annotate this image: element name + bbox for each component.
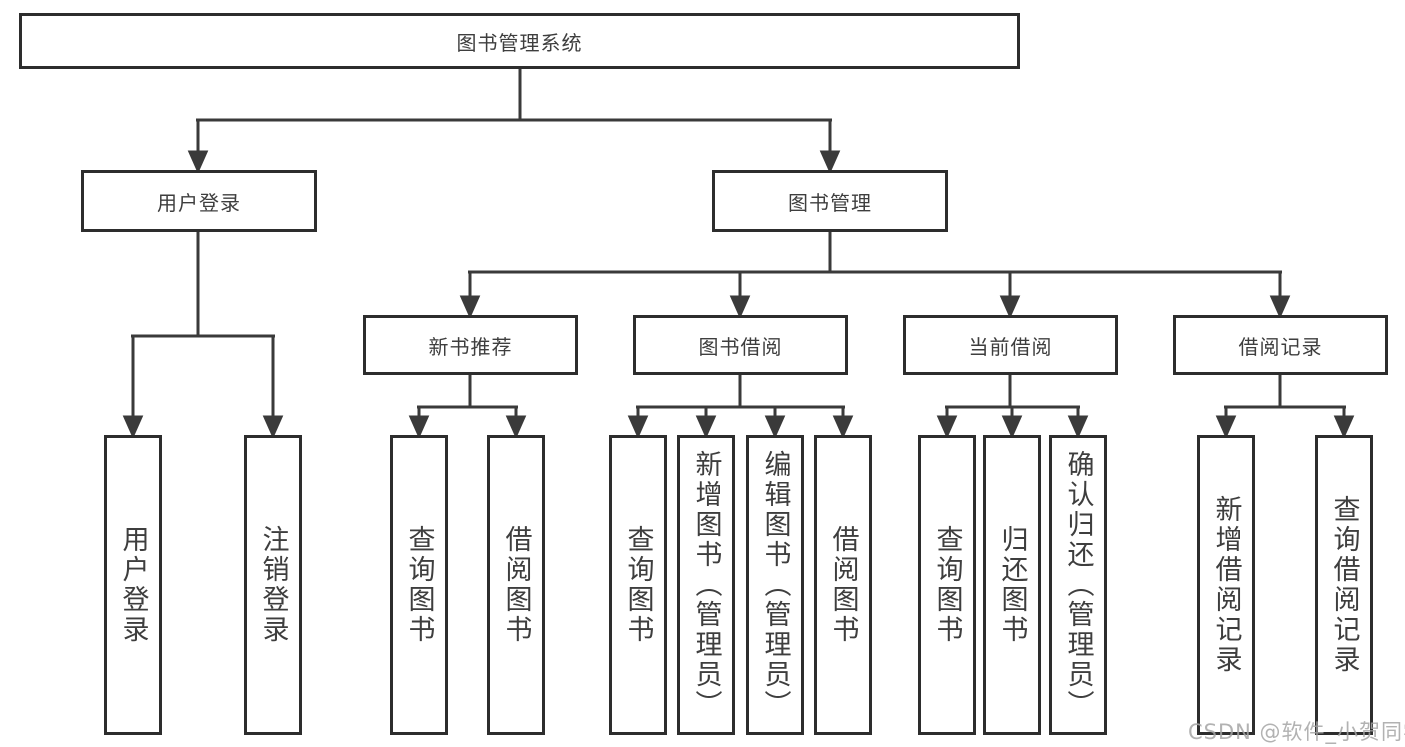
arrowhead bbox=[1067, 415, 1089, 439]
leaf-add-book-admin: 新增图书（管理员） bbox=[677, 435, 735, 735]
leaf-label: 借阅图书 bbox=[500, 525, 532, 645]
leaf-user-login: 用户登录 bbox=[104, 435, 162, 735]
leaf-label: 新增借阅记录 bbox=[1210, 495, 1242, 675]
node-borrow-records: 借阅记录 bbox=[1173, 315, 1388, 375]
arrowhead bbox=[729, 295, 751, 319]
arrowhead bbox=[122, 415, 144, 439]
leaf-borrow-books-borrow: 借阅图书 bbox=[814, 435, 872, 735]
node-library-system: 图书管理系统 bbox=[19, 13, 1020, 69]
node-user-login: 用户登录 bbox=[81, 170, 317, 232]
watermark: CSDN @软件_小贺同学 bbox=[1188, 720, 1405, 744]
node-current-borrow: 当前借阅 bbox=[903, 315, 1118, 375]
leaf-label: 用户登录 bbox=[117, 525, 149, 645]
node-label: 用户登录 bbox=[157, 190, 241, 215]
leaf-label: 注销登录 bbox=[257, 525, 289, 645]
arrowhead bbox=[936, 415, 958, 439]
arrowhead bbox=[832, 415, 854, 439]
leaf-label: 查询图书 bbox=[403, 525, 435, 645]
leaf-edit-book-admin: 编辑图书（管理员） bbox=[746, 435, 804, 735]
leaf-label: 编辑图书（管理员） bbox=[759, 450, 791, 720]
arrowhead bbox=[819, 150, 841, 174]
node-new-book-recommend: 新书推荐 bbox=[363, 315, 578, 375]
arrowhead bbox=[627, 415, 649, 439]
arrowhead bbox=[408, 415, 430, 439]
arrowhead bbox=[187, 150, 209, 174]
arrowhead bbox=[262, 415, 284, 439]
leaf-label: 归还图书 bbox=[996, 525, 1028, 645]
leaf-query-borrow-record: 查询借阅记录 bbox=[1315, 435, 1373, 735]
leaf-confirm-return-admin: 确认归还（管理员） bbox=[1049, 435, 1107, 735]
leaf-label: 查询图书 bbox=[931, 525, 963, 645]
leaf-query-books-borrow: 查询图书 bbox=[609, 435, 667, 735]
arrowhead bbox=[505, 415, 527, 439]
node-book-management: 图书管理 bbox=[712, 170, 948, 232]
arrowhead bbox=[695, 415, 717, 439]
arrowhead bbox=[459, 295, 481, 319]
node-book-borrow: 图书借阅 bbox=[633, 315, 848, 375]
leaf-logout: 注销登录 bbox=[244, 435, 302, 735]
node-label: 当前借阅 bbox=[968, 334, 1053, 359]
leaf-label: 新增图书（管理员） bbox=[690, 450, 722, 720]
leaf-label: 查询图书 bbox=[622, 525, 654, 645]
node-label: 借阅记录 bbox=[1238, 334, 1323, 359]
leaf-label: 借阅图书 bbox=[827, 525, 859, 645]
leaf-label: 确认归还（管理员） bbox=[1062, 450, 1094, 720]
arrowhead bbox=[1001, 415, 1023, 439]
arrowhead bbox=[1333, 415, 1355, 439]
node-label: 图书管理系统 bbox=[456, 30, 583, 55]
node-label: 图书管理 bbox=[788, 190, 872, 215]
arrowhead bbox=[1215, 415, 1237, 439]
leaf-return-books: 归还图书 bbox=[983, 435, 1041, 735]
arrowhead bbox=[999, 295, 1021, 319]
leaf-label: 查询借阅记录 bbox=[1328, 495, 1360, 675]
arrowhead bbox=[1269, 295, 1291, 319]
leaf-query-books-current: 查询图书 bbox=[918, 435, 976, 735]
node-label: 新书推荐 bbox=[428, 334, 513, 359]
leaf-borrow-books-recommend: 借阅图书 bbox=[487, 435, 545, 735]
leaf-query-books-recommend: 查询图书 bbox=[390, 435, 448, 735]
arrowhead bbox=[764, 415, 786, 439]
leaf-add-borrow-record: 新增借阅记录 bbox=[1197, 435, 1255, 735]
node-label: 图书借阅 bbox=[698, 334, 783, 359]
